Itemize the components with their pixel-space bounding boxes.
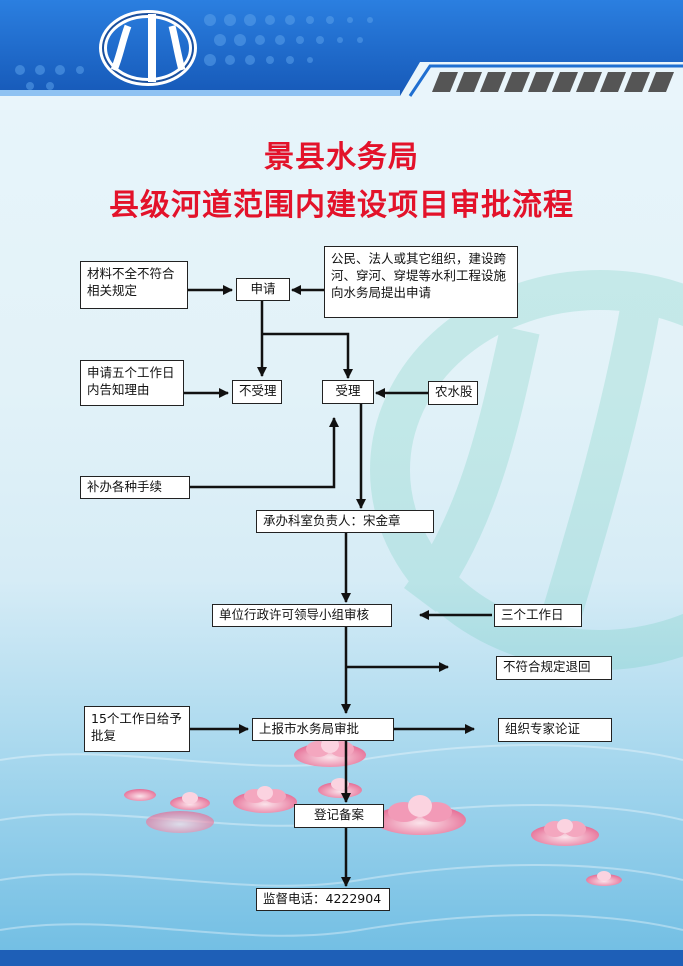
agri-water-box: 农水股 [428,381,478,405]
three-days-box: 三个工作日 [494,604,582,627]
title-line-2: 县级河道范围内建设项目审批流程 [109,188,574,223]
city-review-box: 上报市水务局审批 [252,718,394,741]
reject-box: 不受理 [232,380,282,404]
hotline-box: 监督电话：4222904 [256,888,390,911]
title-line-1: 景县水务局 [264,140,419,175]
review-group-box: 单位行政许可领导小组审核 [212,604,392,627]
return-noncompliant-box: 不符合规定退回 [496,656,612,680]
supplement-box: 补办各种手续 [80,476,190,499]
notify-reason-box: 申请五个工作日内告知理由 [80,360,184,406]
fifteen-days-box: 15个工作日给予批复 [84,706,190,752]
expert-review-box: 组织专家论证 [498,718,612,742]
register-box: 登记备案 [294,804,384,828]
arrow-apply-to-accept [262,332,353,379]
lotus-flowers [124,737,622,886]
apply-box: 申请 [236,278,290,301]
accept-box: 受理 [322,380,374,404]
applicant-box: 公民、法人或其它组织，建设跨河、穿河、穿堤等水利工程设施向水务局提出申请 [324,246,518,318]
materials-incomplete-box: 材料不全不符合相关规定 [80,261,188,309]
handler-box: 承办科室负责人：宋金章 [256,510,434,533]
arrow-supplement-to-accept [190,417,339,489]
